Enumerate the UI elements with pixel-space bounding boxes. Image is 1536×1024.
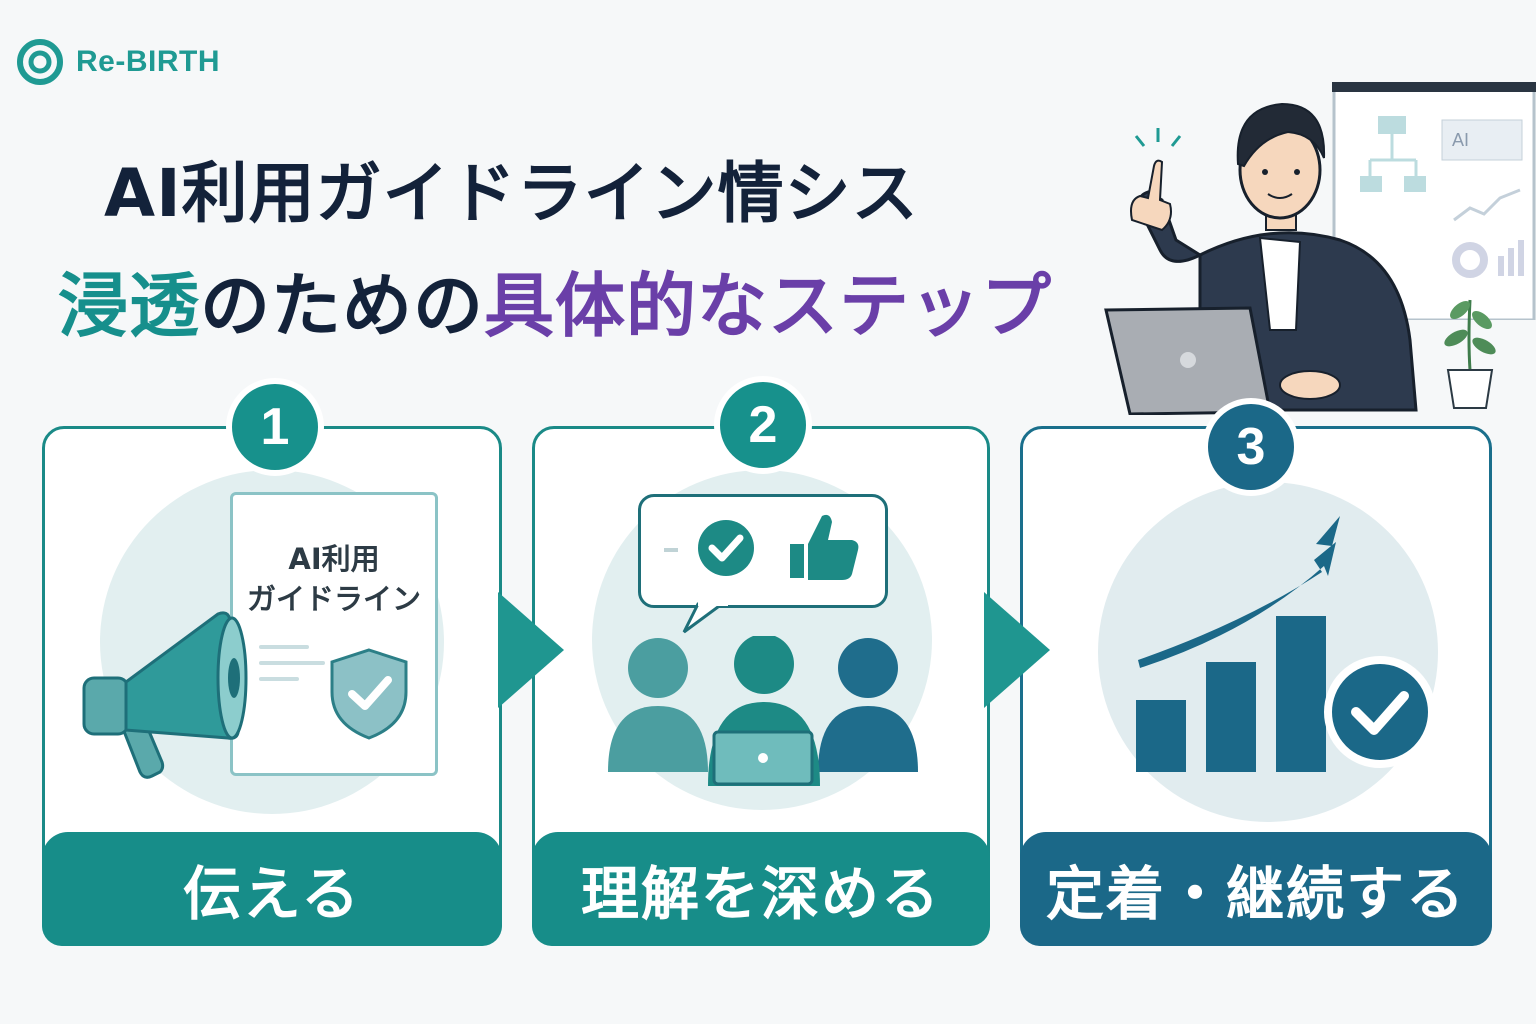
trend-arrow-head-icon [1316,516,1340,546]
subtitle-highlight-purple: 具体的なステップ [484,265,1052,347]
step2-label: 理解を深める [532,832,990,946]
board-ai-text: AI [1452,130,1469,150]
page-title: AI利用ガイドライン情シス [104,155,919,232]
logo-ring-icon [17,39,63,85]
page-subtitle: 浸透のための具体的なステップ [58,250,1158,351]
step1-number-badge: 1 [226,378,324,476]
subtitle-highlight-teal: 浸透 [58,265,200,347]
feedback-bubble-icons [664,514,859,634]
guideline-document: AI利用 ガイドライン [230,492,438,776]
megaphone-icon [82,611,248,779]
presenter-illustration [1104,102,1418,415]
chart-bar [1276,616,1326,772]
doc-title-line2: ガイドライン [246,582,421,616]
brand-name: Re-BIRTH [76,45,220,78]
step3-number-badge: 3 [1202,398,1300,496]
brand-logo: Re-BIRTH [14,36,220,88]
growth-chart-icon [1136,542,1436,772]
step1-label: 伝える [42,832,502,946]
plant-icon [1444,299,1496,409]
team-people-icon [608,636,918,786]
doc-line [259,661,325,665]
step-arrow-2-to-3 [984,592,1050,708]
shield-check-icon [330,648,408,740]
thumbs-up-icon [790,514,859,580]
step3-label: 定着・継続する [1020,832,1492,946]
doc-line [259,677,299,681]
step2-number-badge: 2 [714,376,812,474]
chart-bar [1136,700,1186,772]
step-arrow-1-to-2 [498,592,564,708]
doc-title-line1: AI利用 [288,542,380,576]
guideline-document-title: AI利用 ガイドライン [233,539,435,619]
check-circle-icon [1324,656,1436,768]
doc-line [259,645,309,649]
feedback-bubble [638,494,888,608]
subtitle-middle: のための [200,265,484,347]
chart-bar [1206,662,1256,772]
